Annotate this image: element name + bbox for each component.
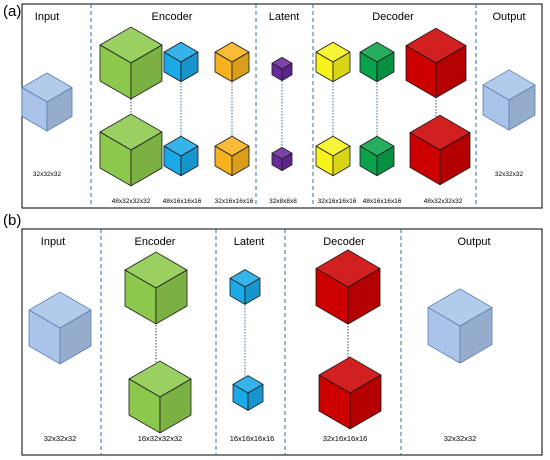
dim-label: 32x8x8x8 — [269, 198, 297, 205]
cube-encoder-green — [128, 360, 192, 434]
section-title-decoder: Decoder — [372, 11, 414, 23]
cube-decoder-green — [359, 135, 395, 177]
cube-latent-blue — [232, 375, 264, 411]
dim-label: 16x32x32x32 — [138, 434, 183, 443]
dim-label: 32x32x32 — [495, 171, 524, 178]
cube-decoder-red — [409, 114, 471, 186]
cube-output — [482, 69, 536, 131]
section-title-input: Input — [41, 236, 65, 248]
section-title-output: Output — [492, 11, 525, 23]
cube-input — [28, 291, 92, 365]
dim-label: 48x16x16x16 — [363, 198, 402, 205]
cube-encoder-green — [99, 26, 163, 100]
cube-encoder-blue — [163, 135, 199, 177]
dim-label: 32x32x32 — [44, 434, 77, 443]
cubes-panel-a — [21, 26, 536, 187]
dim-label: 48x32x32x32 — [424, 198, 463, 205]
cube-decoder-green — [359, 41, 395, 83]
cube-encoder-blue — [163, 41, 199, 83]
cube-decoder-red — [315, 249, 381, 325]
cube-decoder-red — [405, 27, 467, 99]
panel-b: (b) Input Encoder Latent Decoder Output … — [3, 212, 543, 456]
dim-label: 32x16x16x16 — [215, 198, 254, 205]
panel-a: (a) Input Encoder Latent Decoder Output … — [3, 3, 543, 209]
cube-encoder-orange — [214, 135, 250, 177]
section-title-encoder: Encoder — [135, 236, 176, 248]
cube-decoder-yellow — [315, 135, 351, 177]
cube-latent-purple — [271, 146, 293, 172]
section-title-decoder: Decoder — [323, 236, 365, 248]
cube-decoder-yellow — [315, 41, 351, 83]
cube-encoder-orange — [214, 41, 250, 83]
dim-label: 48x16x16x16 — [163, 198, 202, 205]
dim-label: 32x16x16x16 — [318, 198, 357, 205]
dim-label: 32x32x32 — [33, 171, 62, 178]
section-title-encoder: Encoder — [152, 11, 193, 23]
panel-b-label: (b) — [3, 212, 21, 229]
panel-b-border — [21, 228, 543, 456]
dim-label: 48x32x32x32 — [112, 198, 151, 205]
section-title-output: Output — [457, 236, 490, 248]
section-title-latent: Latent — [269, 11, 300, 23]
panel-a-label: (a) — [3, 3, 21, 20]
cube-latent-purple — [271, 57, 293, 81]
cubes-panel-b — [28, 249, 493, 434]
cube-decoder-red — [318, 356, 382, 430]
dim-label: 32x16x16x16 — [323, 434, 368, 443]
cube-input — [21, 72, 73, 132]
section-title-input: Input — [35, 11, 59, 23]
dim-label: 16x16x16x16 — [230, 434, 275, 443]
cube-latent-blue — [229, 269, 261, 305]
cube-encoder-green — [124, 251, 188, 325]
dim-label: 32x32x32 — [444, 434, 477, 443]
cube-output — [427, 288, 493, 364]
cube-encoder-green — [99, 113, 163, 187]
section-title-latent: Latent — [234, 236, 265, 248]
